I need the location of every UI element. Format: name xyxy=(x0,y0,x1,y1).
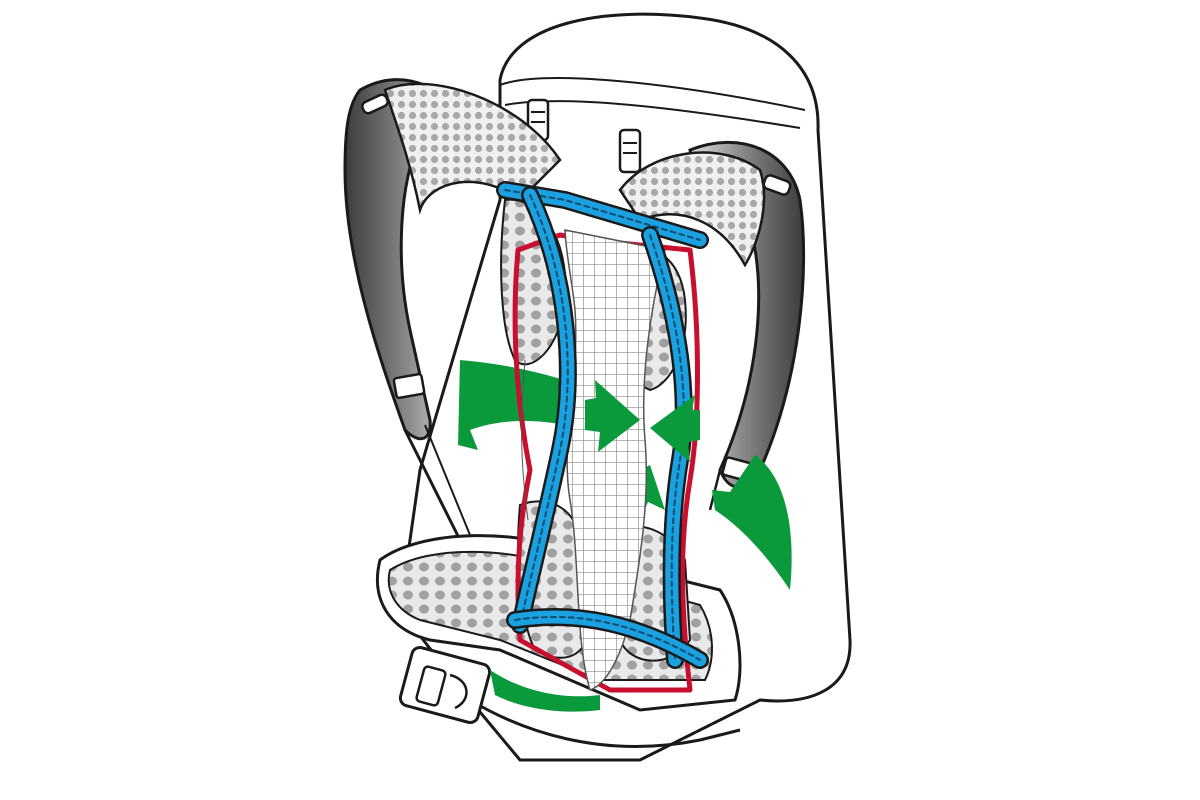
blue-frame-stays xyxy=(496,181,709,669)
airflow-arrows-front xyxy=(585,380,700,462)
airflow-arrow-right xyxy=(712,455,792,590)
airflow-arrow-center-right xyxy=(585,380,640,452)
airflow-arrow-center-left xyxy=(650,395,700,462)
hip-belt-buckle xyxy=(398,645,492,725)
frame-outline xyxy=(512,232,700,693)
airflow-arrow-bottom xyxy=(490,670,600,712)
shoulder-pad-left xyxy=(383,82,562,215)
lid-buckle-right xyxy=(618,128,642,174)
shoulder-strap-left xyxy=(343,78,471,541)
shoulder-pad-right xyxy=(618,151,766,268)
